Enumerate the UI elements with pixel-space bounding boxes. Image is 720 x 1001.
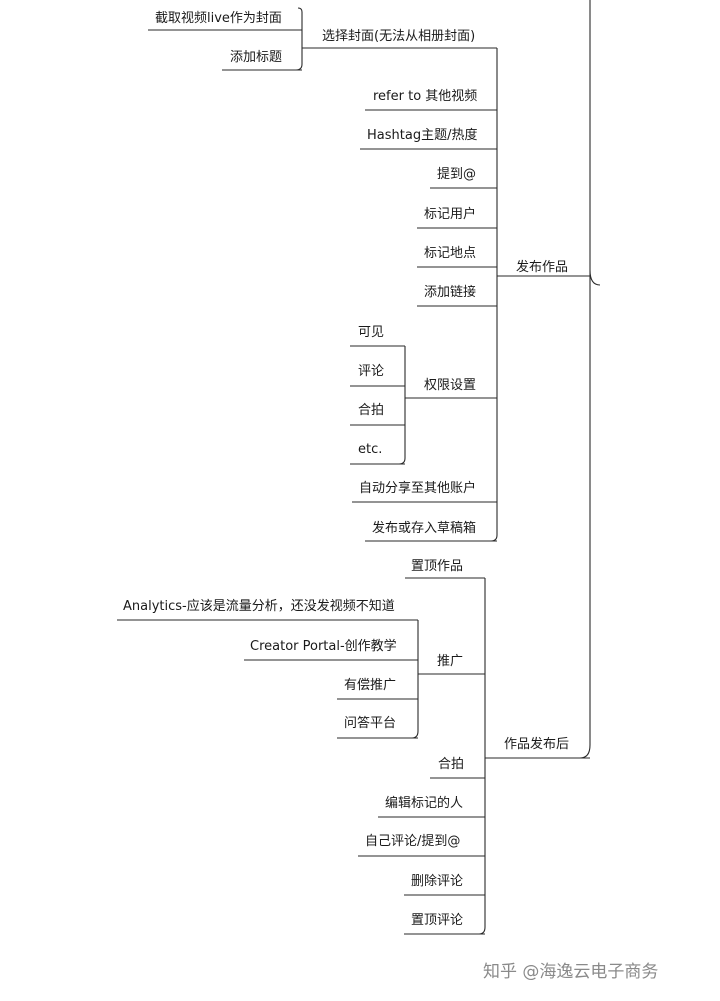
- nodes: 截取视频live作为封面 添加标题 选择封面(无法从相册封面) refer to…: [117, 11, 590, 935]
- node-refer-to: refer to 其他视频: [365, 89, 497, 111]
- node-etc-label: etc.: [358, 442, 382, 457]
- node-qa-platform: 问答平台: [337, 715, 418, 739]
- node-delete-comment-label: 删除评论: [411, 874, 463, 889]
- node-hashtag: Hashtag主题/热度: [360, 127, 497, 150]
- node-comment-label: 评论: [358, 364, 384, 379]
- node-jiequ-live-label: 截取视频live作为封面: [155, 11, 282, 26]
- node-publish-or-draft-label: 发布或存入草稿箱: [372, 520, 476, 536]
- node-mention-label: 提到@: [437, 166, 476, 182]
- node-duet-after-label: 合拍: [438, 757, 464, 772]
- node-hashtag-label: Hashtag主题/热度: [367, 127, 477, 143]
- node-self-comment-label: 自己评论/提到@: [365, 833, 460, 849]
- node-pin-work-label: 置顶作品: [411, 559, 463, 574]
- node-comment: 评论: [350, 364, 405, 387]
- node-permissions: 权限设置: [405, 377, 497, 399]
- node-after-publish: 作品发布后: [485, 736, 590, 759]
- node-tag-user-label: 标记用户: [424, 206, 476, 222]
- node-add-link: 添加链接: [417, 284, 497, 307]
- node-permissions-label: 权限设置: [424, 377, 476, 393]
- watermark-text: 知乎 @海逸云电子商务: [483, 962, 658, 982]
- node-creator-portal: Creator Portal-创作教学: [244, 638, 418, 661]
- conn-cover-children: [295, 7, 303, 71]
- node-jiequ-live: 截取视频live作为封面: [148, 11, 302, 31]
- node-tag-user: 标记用户: [417, 206, 497, 229]
- node-auto-share-label: 自动分享至其他账户: [359, 480, 476, 496]
- conn-after-bracket: [478, 578, 486, 935]
- node-analytics-label: Analytics-应该是流量分析，还没发视频不知道: [123, 598, 395, 614]
- watermark: 知乎 @海逸云电子商务: [483, 962, 658, 982]
- node-paid-promo-label: 有偿推广: [344, 678, 396, 693]
- node-visible: 可见: [350, 325, 405, 347]
- node-publish-work-label: 发布作品: [516, 259, 568, 275]
- node-promote: 推广: [418, 654, 485, 675]
- node-duet-label: 合拍: [358, 403, 384, 418]
- conn-publish-bracket: [490, 48, 498, 542]
- node-edit-tagged-label: 编辑标记的人: [385, 795, 463, 811]
- node-pin-comment-label: 置顶评论: [411, 913, 463, 928]
- node-auto-share: 自动分享至其他账户: [352, 480, 497, 503]
- node-pin-comment: 置顶评论: [404, 913, 485, 935]
- node-choose-cover: 选择封面(无法从相册封面): [302, 29, 497, 49]
- node-tag-location: 标记地点: [417, 246, 497, 268]
- node-add-title: 添加标题: [222, 50, 302, 71]
- node-promote-label: 推广: [437, 654, 463, 669]
- node-etc: etc.: [350, 442, 405, 465]
- node-duet-after: 合拍: [430, 757, 485, 779]
- node-creator-portal-label: Creator Portal-创作教学: [250, 638, 397, 654]
- node-refer-to-label: refer to 其他视频: [373, 89, 477, 104]
- node-choose-cover-label: 选择封面(无法从相册封面): [322, 29, 475, 44]
- node-pin-work: 置顶作品: [405, 559, 485, 579]
- node-duet: 合拍: [350, 403, 405, 426]
- node-publish-or-draft: 发布或存入草稿箱: [365, 520, 497, 542]
- root-spine-lower: [579, 269, 601, 759]
- node-analytics: Analytics-应该是流量分析，还没发视频不知道: [117, 598, 418, 621]
- conn-permissions-bracket: [398, 346, 406, 465]
- node-qa-platform-label: 问答平台: [344, 715, 396, 731]
- conn-promote-bracket: [411, 620, 419, 739]
- node-paid-promo: 有偿推广: [337, 678, 418, 700]
- node-mention: 提到@: [430, 166, 497, 189]
- node-after-publish-label: 作品发布后: [504, 736, 569, 752]
- node-visible-label: 可见: [358, 325, 384, 340]
- node-add-title-label: 添加标题: [230, 50, 282, 65]
- node-delete-comment: 删除评论: [404, 874, 485, 896]
- node-edit-tagged: 编辑标记的人: [378, 795, 485, 818]
- node-self-comment: 自己评论/提到@: [358, 833, 485, 857]
- node-add-link-label: 添加链接: [424, 284, 476, 300]
- node-tag-location-label: 标记地点: [424, 246, 476, 261]
- node-publish-work: 发布作品: [497, 259, 590, 277]
